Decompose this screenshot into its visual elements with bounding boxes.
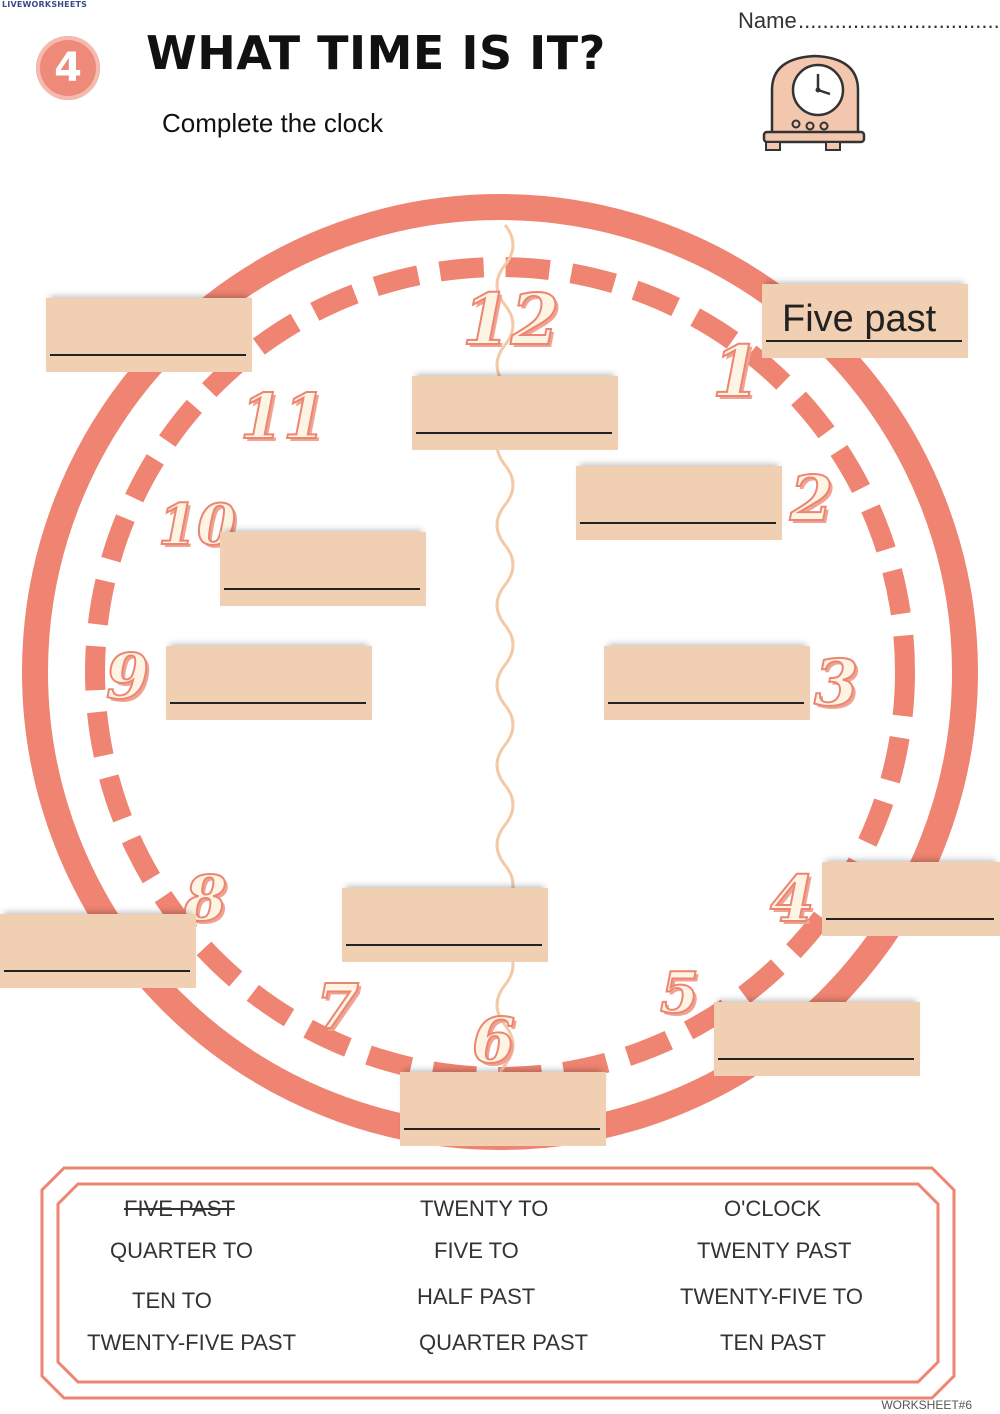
answer-box-5[interactable] <box>714 1002 920 1076</box>
answer-box-3[interactable] <box>604 646 810 720</box>
instruction-text: Complete the clock <box>162 108 384 138</box>
answer-line <box>580 522 776 524</box>
answer-box-8[interactable] <box>0 914 196 988</box>
answer-box-12[interactable] <box>412 376 618 450</box>
name-label: Name <box>738 8 797 33</box>
answer-box-10[interactable] <box>220 532 426 606</box>
word-bank-frame <box>40 1166 956 1400</box>
numeral-3: 3 <box>813 645 860 722</box>
answer-line <box>826 918 994 920</box>
word-bank-item-ten-to[interactable]: TEN TO <box>132 1288 212 1313</box>
answer-text-1: Five past <box>782 298 937 340</box>
word-bank-item-ten-past[interactable]: TEN PAST <box>720 1330 826 1355</box>
name-field[interactable]: ................................... <box>798 8 1000 33</box>
answer-box-7[interactable] <box>342 888 548 962</box>
answer-line <box>4 970 190 972</box>
answer-line <box>224 588 420 590</box>
numeral-9: 9 <box>105 639 150 714</box>
answer-line <box>416 432 612 434</box>
exercise-number: 4 <box>54 45 82 91</box>
word-bank-item-twenty-past[interactable]: TWENTY PAST <box>697 1238 852 1263</box>
numeral-1: 1 <box>711 329 762 414</box>
word-bank-item-twenty-to[interactable]: TWENTY TO <box>420 1196 549 1221</box>
worksheet-title: WHAT TIME IS IT? <box>146 26 606 80</box>
numeral-7: 7 <box>315 969 360 1044</box>
exercise-number-badge: 4 <box>36 36 100 100</box>
word-bank-item-oclock[interactable]: O'CLOCK <box>724 1196 822 1221</box>
word-bank-item-five-to[interactable]: FIVE TO <box>434 1238 519 1263</box>
clock-face <box>22 194 978 1150</box>
numeral-11: 11 <box>239 379 327 454</box>
numeral-4: 4 <box>769 861 816 938</box>
answer-line <box>346 944 542 946</box>
answer-box-2[interactable] <box>576 466 782 540</box>
word-bank-item-twenty-five-past[interactable]: TWENTY-FIVE PAST <box>87 1330 297 1355</box>
numeral-2: 2 <box>789 461 834 536</box>
numeral-6: 6 <box>471 1003 516 1078</box>
worksheet-footer-label: WORKSHEET#6 <box>881 1398 972 1412</box>
answer-line <box>50 354 246 356</box>
word-bank-item-quarter-past[interactable]: QUARTER PAST <box>419 1330 589 1355</box>
word-bank-item-half-past[interactable]: HALF PAST <box>417 1284 536 1309</box>
clock-illustration-icon <box>762 54 866 151</box>
answer-line <box>170 702 366 704</box>
answer-box-11[interactable] <box>46 298 252 372</box>
answer-line <box>766 340 962 342</box>
answer-line <box>608 702 804 704</box>
answer-line <box>718 1058 914 1060</box>
answer-line <box>404 1128 600 1130</box>
answer-box-1[interactable]: Five past <box>762 284 968 358</box>
answer-box-6[interactable] <box>400 1072 606 1146</box>
answer-box-4[interactable] <box>822 862 1000 936</box>
numeral-5: 5 <box>659 959 700 1027</box>
word-bank-item-quarter-to[interactable]: QUARTER TO <box>110 1238 254 1263</box>
word-bank-item-five-past[interactable]: FIVE PAST <box>124 1196 235 1221</box>
site-watermark: LIVEWORKSHEETS <box>2 0 88 9</box>
answer-box-9[interactable] <box>166 646 372 720</box>
numeral-12: 12 <box>461 277 560 362</box>
word-bank-item-twenty-five-to[interactable]: TWENTY-FIVE TO <box>680 1284 863 1309</box>
